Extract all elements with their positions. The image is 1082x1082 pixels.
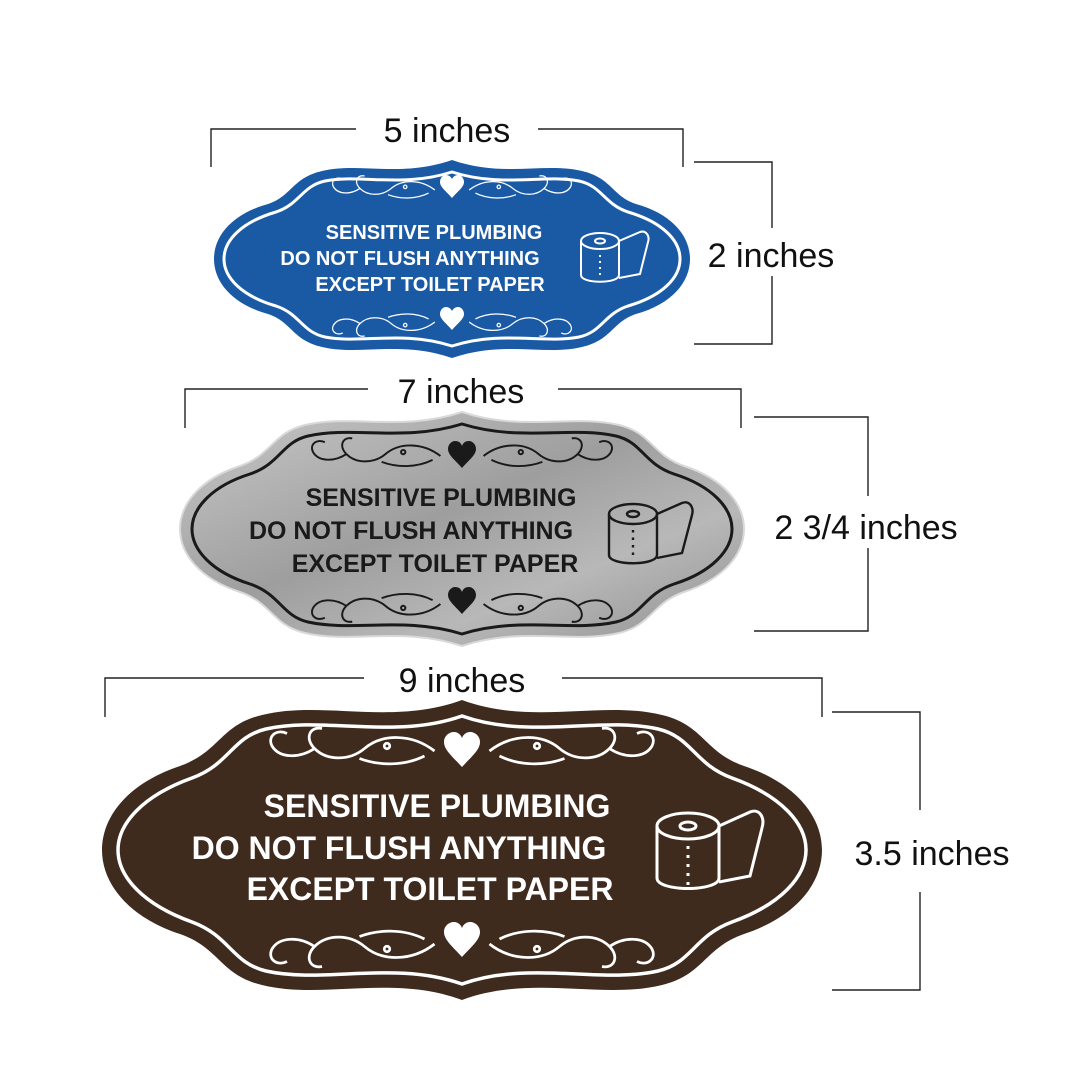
- sign-small-line-2: DO NOT FLUSH ANYTHING: [280, 248, 539, 270]
- width-label-large: 9 inches: [399, 662, 526, 700]
- toilet-paper-icon: [580, 230, 650, 283]
- sign-large-line-2: DO NOT FLUSH ANYTHING: [192, 830, 607, 866]
- height-bracket-medium: [754, 416, 869, 632]
- sign-medium-group: 7 inches 2 3/4 inches SENSITIVE PLUMBING…: [178, 373, 958, 648]
- sign-small-plate: [214, 160, 690, 358]
- height-bracket-large: [832, 711, 921, 991]
- sign-large-plate: [102, 700, 822, 1000]
- heart-icon: [448, 441, 476, 468]
- sign-medium-line-3: EXCEPT TOILET PAPER: [292, 550, 579, 578]
- width-label-medium: 7 inches: [398, 373, 525, 411]
- heart-icon: [440, 307, 464, 330]
- sign-medium-border: [190, 422, 734, 636]
- sign-medium-plate: [178, 410, 746, 648]
- height-label-small: 2 inches: [708, 237, 835, 275]
- height-label-medium: 2 3/4 inches: [774, 509, 957, 547]
- height-bracket-small: [694, 161, 773, 345]
- heart-icon: [444, 732, 480, 767]
- sign-medium-line-2: DO NOT FLUSH ANYTHING: [249, 517, 573, 545]
- sign-large-line-3: EXCEPT TOILET PAPER: [247, 871, 614, 907]
- toilet-paper-icon: [607, 501, 694, 565]
- sign-large-border: [116, 714, 808, 986]
- toilet-paper-icon: [655, 809, 765, 890]
- width-bracket-small: [210, 128, 684, 167]
- sign-small-line-3: EXCEPT TOILET PAPER: [315, 274, 545, 296]
- sign-large-line-1: SENSITIVE PLUMBING: [264, 788, 611, 824]
- width-label-small: 5 inches: [384, 112, 511, 150]
- sign-small-border: [222, 170, 682, 348]
- sign-large-group: 9 inches 3.5 inches SENSITIVE PLUMBING D…: [102, 662, 1010, 1000]
- heart-icon: [440, 175, 464, 198]
- sign-small-line-1: SENSITIVE PLUMBING: [326, 222, 543, 244]
- heart-icon: [444, 922, 480, 957]
- width-bracket-medium: [184, 388, 742, 428]
- sign-medium-line-1: SENSITIVE PLUMBING: [306, 484, 577, 512]
- height-label-large: 3.5 inches: [855, 835, 1010, 873]
- width-bracket-large: [104, 677, 823, 717]
- sign-small-group: 5 inches 2 inches SENSITIVE PLUMBING DO …: [210, 112, 835, 358]
- heart-icon: [448, 587, 476, 614]
